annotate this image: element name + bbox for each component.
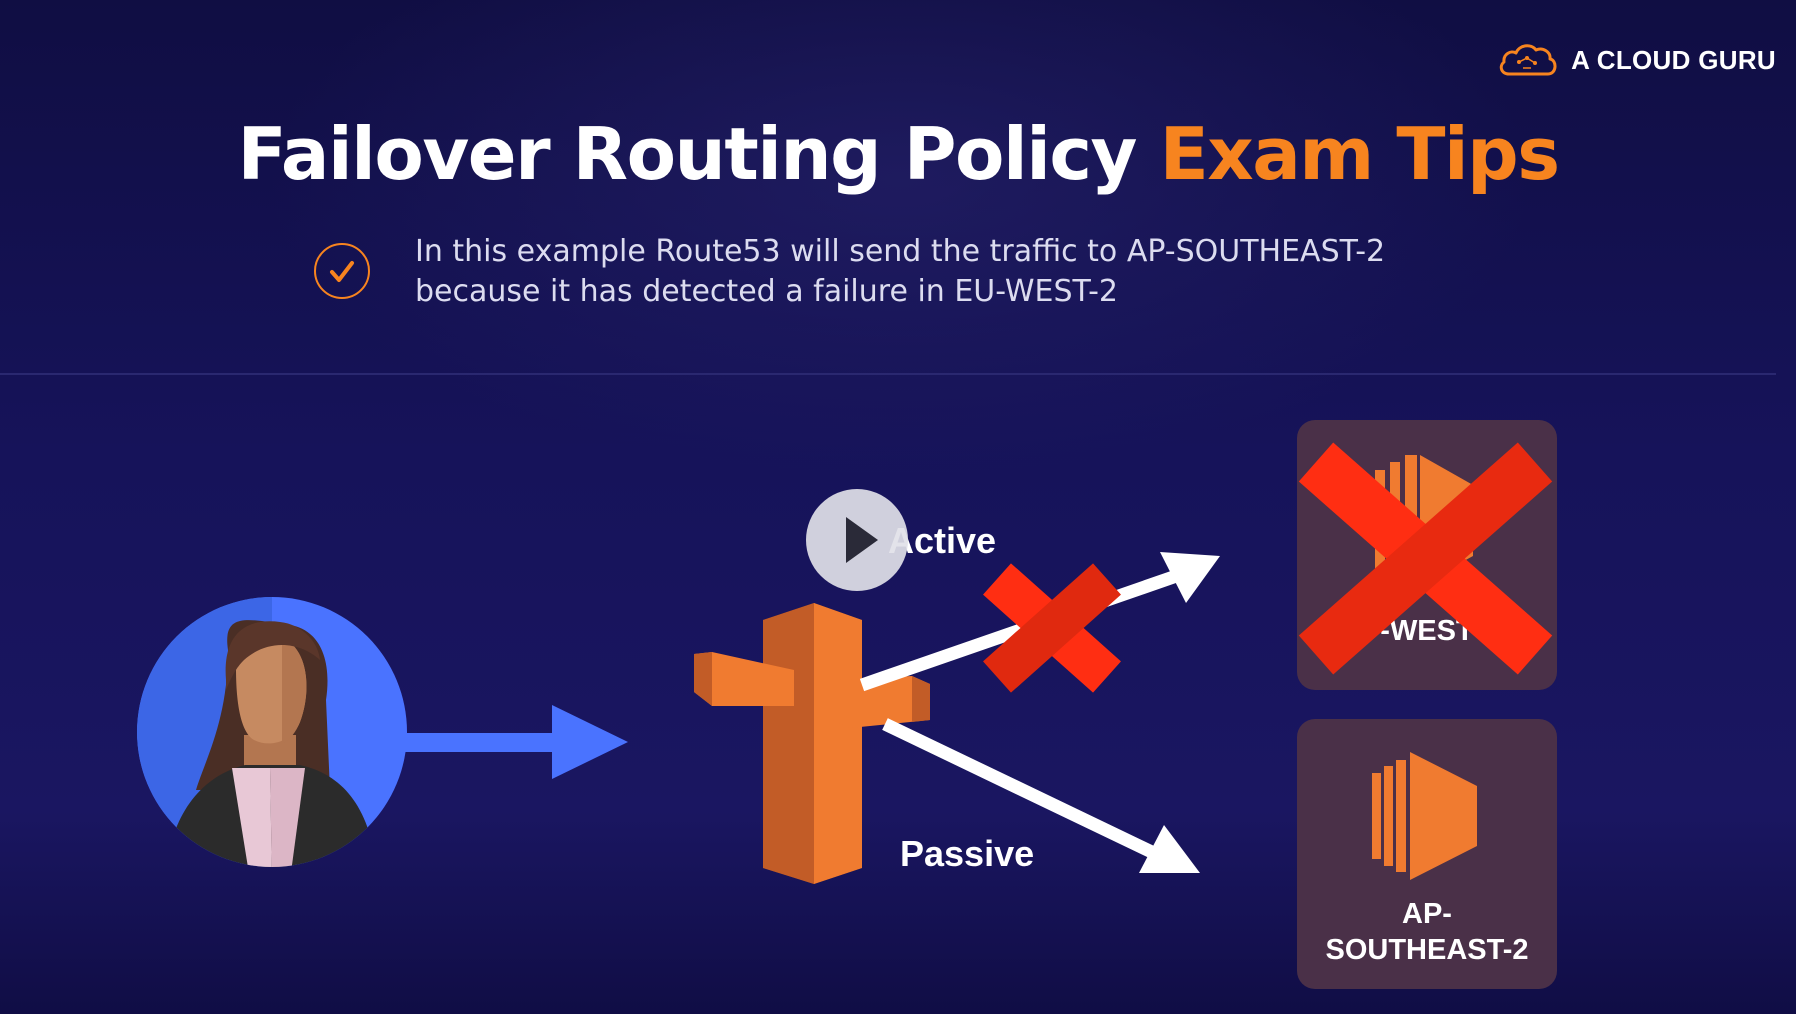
- route53-signpost-icon: [694, 603, 930, 884]
- region-ap-line-2: SOUTHEAST-2: [1325, 934, 1529, 966]
- failure-cross-icon: [983, 563, 1121, 693]
- user-traffic-arrow: [404, 705, 628, 779]
- title-accent: Exam Tips: [1159, 112, 1561, 196]
- title-main: Failover Routing Policy: [237, 112, 1137, 196]
- brand-name: A CLOUD GURU: [1571, 44, 1776, 75]
- page-title: Failover Routing Policy Exam Tips: [0, 112, 1796, 196]
- passive-route-arrow: [882, 718, 1200, 873]
- user-avatar-icon: [137, 597, 407, 867]
- region-label-ap-southeast: AP- SOUTHEAST-2: [1297, 896, 1557, 968]
- cloud-logo-icon: [1499, 44, 1557, 76]
- brand-logo: A CLOUD GURU: [1497, 38, 1776, 82]
- tip-line-1: In this example Route53 will send the tr…: [415, 234, 1386, 269]
- play-icon: [846, 517, 878, 563]
- checkmark-circle-icon: [314, 243, 370, 299]
- tip-text: In this example Route53 will send the tr…: [415, 232, 1415, 312]
- region-ap-line-1: AP-: [1402, 898, 1452, 930]
- ec2-server-icon: [1372, 752, 1477, 880]
- tip-line-2: because it has detected a failure in EU-…: [415, 274, 1118, 309]
- play-button[interactable]: [806, 489, 908, 591]
- divider: [0, 373, 1776, 375]
- passive-label: Passive: [900, 833, 1035, 874]
